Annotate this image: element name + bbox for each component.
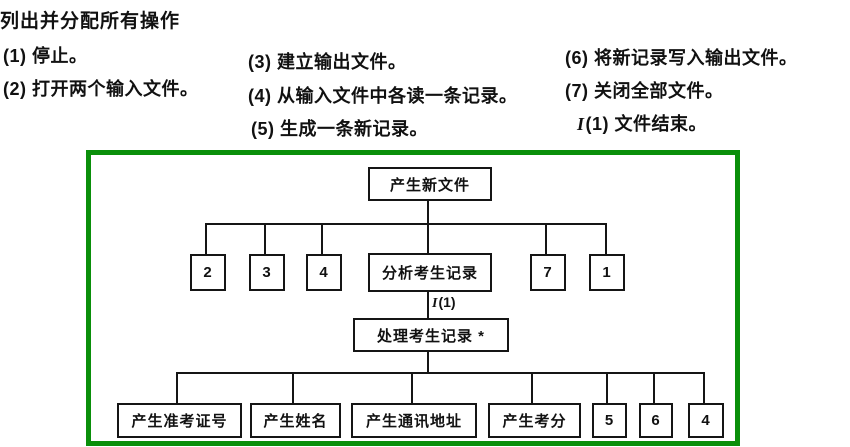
node-op-3: 3 xyxy=(249,254,285,291)
operation-item-5: (5) 生成一条新记录。 xyxy=(251,119,428,139)
node-op-2: 2 xyxy=(190,254,226,291)
edge-label-italic-prefix: I xyxy=(432,296,438,311)
connector-line xyxy=(605,223,607,255)
connector-line xyxy=(176,372,705,374)
connector-line xyxy=(205,223,207,255)
connector-line xyxy=(545,223,547,255)
connector-line xyxy=(703,372,705,403)
node-op-5: 5 xyxy=(592,403,627,438)
operation-item-eof: I(1) 文件结束。 xyxy=(577,110,707,136)
operation-item-4: (4) 从输入文件中各读一条记录。 xyxy=(248,86,518,106)
page-title: 列出并分配所有操作 xyxy=(0,11,181,32)
connector-line xyxy=(427,288,429,318)
node-produce-admission-number: 产生准考证号 xyxy=(117,403,242,438)
connector-line xyxy=(653,372,655,403)
connector-line xyxy=(531,372,533,403)
node-op-1: 1 xyxy=(589,254,625,291)
connector-line xyxy=(292,372,294,403)
operation-item-6: (6) 将新记录写入输出文件。 xyxy=(565,48,798,68)
connector-line xyxy=(264,223,266,255)
connector-line xyxy=(411,372,413,403)
operation-item-2: (2) 打开两个输入文件。 xyxy=(3,79,199,99)
connector-line xyxy=(176,372,178,403)
eof-italic-prefix: I xyxy=(577,114,585,134)
edge-label-text: (1) xyxy=(438,294,456,310)
operation-item-7: (7) 关闭全部文件。 xyxy=(565,81,724,101)
connector-line xyxy=(427,197,429,254)
connector-line xyxy=(606,372,608,403)
node-op-4b: 4 xyxy=(688,403,724,438)
operation-item-1: (1) 停止。 xyxy=(3,46,88,66)
node-produce-mailing-address: 产生通讯地址 xyxy=(351,403,477,438)
operation-item-3: (3) 建立输出文件。 xyxy=(248,52,407,72)
node-op-7: 7 xyxy=(530,254,566,291)
connector-line xyxy=(205,223,607,225)
node-produce-new-file: 产生新文件 xyxy=(368,167,492,201)
node-produce-exam-score: 产生考分 xyxy=(488,403,581,438)
node-op-4: 4 xyxy=(306,254,342,291)
eof-text: (1) 文件结束。 xyxy=(585,114,708,134)
node-op-6: 6 xyxy=(639,403,673,438)
connector-line xyxy=(427,348,429,374)
connector-line xyxy=(321,223,323,255)
node-process-candidate-record: 处理考生记录 * xyxy=(353,318,509,352)
node-produce-name: 产生姓名 xyxy=(250,403,341,438)
edge-label-eof: I(1) xyxy=(432,294,456,312)
node-analyze-candidate-record: 分析考生记录 xyxy=(368,253,492,292)
